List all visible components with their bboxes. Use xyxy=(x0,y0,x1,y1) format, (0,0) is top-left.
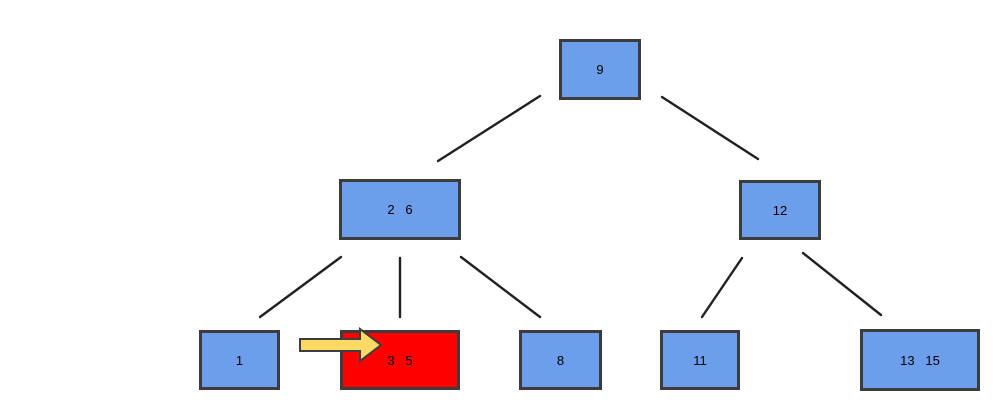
right-arrow-shape xyxy=(299,326,383,364)
tree-node-8: 8 xyxy=(519,330,602,390)
tree-node-9: 9 xyxy=(559,39,641,100)
node-label: 9 xyxy=(596,62,604,77)
node-label: 13 15 xyxy=(900,352,940,368)
node-label: 2 6 xyxy=(387,202,413,217)
tree-node-2-6: 2 6 xyxy=(339,179,461,240)
edge-12-to-13-15 xyxy=(801,251,883,317)
edge-2-6-to-1 xyxy=(258,255,343,319)
edge-9-to-12 xyxy=(660,95,760,161)
tree-node-1: 1 xyxy=(199,330,280,390)
tree-node-13-15: 13 15 xyxy=(860,329,980,391)
node-label: 3 5 xyxy=(387,352,413,368)
edge-9-to-2-6 xyxy=(436,94,542,163)
tree-node-11: 11 xyxy=(660,330,740,390)
node-label: 1 xyxy=(235,352,244,368)
tree-node-12: 12 xyxy=(739,180,821,240)
node-label: 8 xyxy=(556,352,565,368)
edge-2-6-to-8 xyxy=(459,255,542,319)
node-label: 12 xyxy=(772,202,788,218)
edge-12-to-11 xyxy=(700,256,744,319)
node-label: 11 xyxy=(693,352,707,368)
